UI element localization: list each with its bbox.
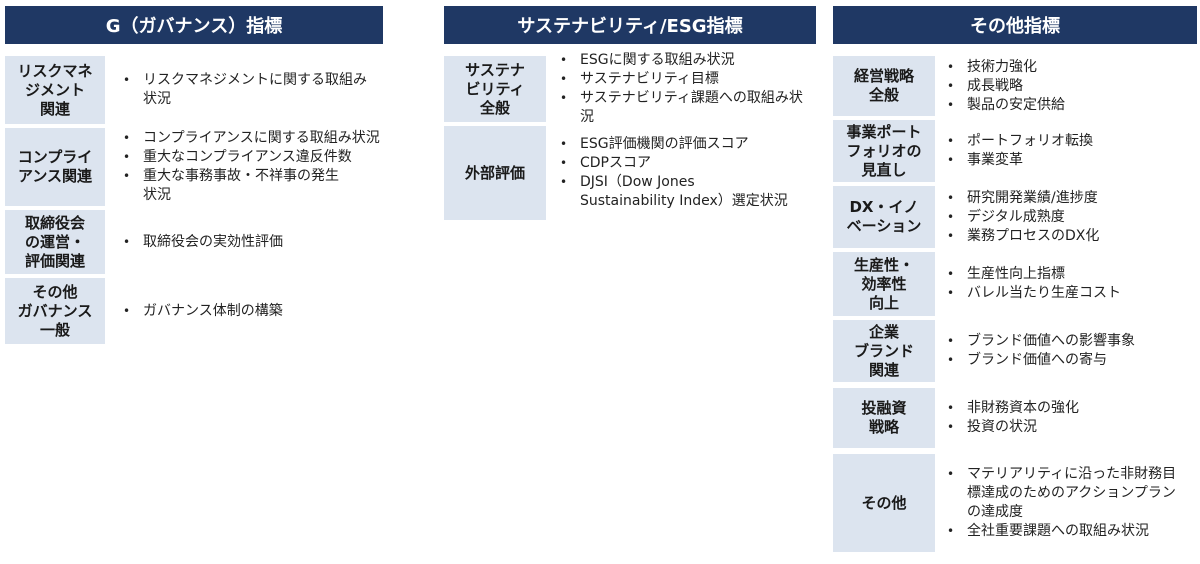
other-item: ブランド価値への寄与 (945, 351, 1197, 370)
other-category: 生産性・ 効率性 向上 (833, 252, 935, 316)
other-category: 事業ポート フォリオの 見直し (833, 120, 935, 182)
governance-row: リスクマネ ジメント 関連 リスクマネジメントに関する取組み 状況 (5, 56, 383, 124)
sustainability-item: ESG評価機関の評価スコア (558, 135, 816, 154)
other-item: ポートフォリオ転換 (945, 132, 1197, 151)
other-item: 非財務資本の強化 (945, 399, 1197, 418)
other-item: 業務プロセスのDX化 (945, 227, 1197, 246)
sustainability-item: ESGに関する取組み状況 (558, 51, 816, 70)
other-category: 投融資 戦略 (833, 388, 935, 448)
governance-item: リスクマネジメントに関する取組み 状況 (121, 71, 383, 109)
governance-row: 取締役会 の運営・ 評価関連 取締役会の実効性評価 (5, 210, 383, 274)
other-category: 企業 ブランド 関連 (833, 320, 935, 382)
sustainability-category: 外部評価 (444, 126, 546, 220)
governance-row: コンプライ アンス関連 コンプライアンスに関する取組み状況 重大なコンプライアン… (5, 128, 383, 206)
other-item-list: ポートフォリオ転換 事業変革 (945, 120, 1197, 182)
other-item-list: 技術力強化 成長戦略 製品の安定供給 (945, 56, 1197, 116)
sustainability-row: サステナ ビリティ 全般 ESGに関する取組み状況 サステナビリティ目標 サステ… (444, 51, 816, 125)
sustainability-header: サステナビリティ/ESG指標 (444, 6, 816, 44)
other-item: バレル当たり生産コスト (945, 284, 1197, 303)
governance-column: G（ガバナンス）指標 リスクマネ ジメント 関連 リスクマネジメントに関する取組… (5, 6, 383, 558)
governance-item: ガバナンス体制の構築 (121, 302, 383, 321)
other-item: 投資の状況 (945, 418, 1197, 437)
other-item-list: マテリアリティに沿った非財務目 標達成のためのアクションプラン の達成度 全社重… (945, 454, 1197, 552)
sustainability-item: サステナビリティ課題への取組み状況 (558, 89, 816, 127)
other-row: 経営戦略 全般 技術力強化 成長戦略 製品の安定供給 (833, 56, 1197, 116)
sustainability-category: サステナ ビリティ 全般 (444, 56, 546, 122)
sustainability-item: DJSI（Dow Jones Sustainability Index）選定状況 (558, 173, 816, 211)
governance-item: 重大なコンプライアンス違反件数 (121, 148, 383, 167)
other-item: 全社重要課題への取組み状況 (945, 522, 1197, 541)
sustainability-item-list: ESG評価機関の評価スコア CDPスコア DJSI（Dow Jones Sust… (558, 126, 816, 220)
sustainability-column: サステナビリティ/ESG指標 サステナ ビリティ 全般 ESGに関する取組み状況… (444, 6, 816, 558)
governance-header: G（ガバナンス）指標 (5, 6, 383, 44)
sustainability-item-list: ESGに関する取組み状況 サステナビリティ目標 サステナビリティ課題への取組み状… (558, 51, 816, 125)
other-row: 生産性・ 効率性 向上 生産性向上指標 バレル当たり生産コスト (833, 252, 1197, 316)
governance-item-list: 取締役会の実効性評価 (121, 210, 383, 274)
governance-item-list: コンプライアンスに関する取組み状況 重大なコンプライアンス違反件数 重大な事務事… (121, 128, 383, 206)
other-item: 生産性向上指標 (945, 265, 1197, 284)
other-item: ブランド価値への影響事象 (945, 332, 1197, 351)
governance-row: その他 ガバナンス 一般 ガバナンス体制の構築 (5, 278, 383, 344)
other-row: 投融資 戦略 非財務資本の強化 投資の状況 (833, 388, 1197, 448)
other-item: マテリアリティに沿った非財務目 標達成のためのアクションプラン の達成度 (945, 465, 1197, 522)
other-item-list: 生産性向上指標 バレル当たり生産コスト (945, 252, 1197, 316)
other-item: 研究開発業績/進捗度 (945, 189, 1197, 208)
governance-item-list: リスクマネジメントに関する取組み 状況 (121, 56, 383, 124)
other-item-list: 研究開発業績/進捗度 デジタル成熟度 業務プロセスのDX化 (945, 186, 1197, 248)
sustainability-item: サステナビリティ目標 (558, 70, 816, 89)
sustainability-item: CDPスコア (558, 154, 816, 173)
other-row: その他 マテリアリティに沿った非財務目 標達成のためのアクションプラン の達成度… (833, 454, 1197, 552)
other-category: その他 (833, 454, 935, 552)
governance-item: 重大な事務事故・不祥事の発生 状況 (121, 167, 383, 205)
other-item: 事業変革 (945, 151, 1197, 170)
other-header: その他指標 (833, 6, 1197, 44)
other-item-list: ブランド価値への影響事象 ブランド価値への寄与 (945, 320, 1197, 382)
other-item: 技術力強化 (945, 58, 1197, 77)
governance-item: 取締役会の実効性評価 (121, 233, 383, 252)
other-item-list: 非財務資本の強化 投資の状況 (945, 388, 1197, 448)
governance-category: コンプライ アンス関連 (5, 128, 105, 206)
other-item: 成長戦略 (945, 77, 1197, 96)
other-row: DX・イノ ベーション 研究開発業績/進捗度 デジタル成熟度 業務プロセスのDX… (833, 186, 1197, 248)
other-item: デジタル成熟度 (945, 208, 1197, 227)
governance-category: その他 ガバナンス 一般 (5, 278, 105, 344)
governance-category: 取締役会 の運営・ 評価関連 (5, 210, 105, 274)
sustainability-row: 外部評価 ESG評価機関の評価スコア CDPスコア DJSI（Dow Jones… (444, 126, 816, 220)
governance-category: リスクマネ ジメント 関連 (5, 56, 105, 124)
other-column: その他指標 経営戦略 全般 技術力強化 成長戦略 製品の安定供給 事業ポート フ… (833, 6, 1197, 558)
governance-item: コンプライアンスに関する取組み状況 (121, 129, 383, 148)
other-category: 経営戦略 全般 (833, 56, 935, 116)
other-category: DX・イノ ベーション (833, 186, 935, 248)
other-row: 企業 ブランド 関連 ブランド価値への影響事象 ブランド価値への寄与 (833, 320, 1197, 382)
other-item: 製品の安定供給 (945, 96, 1197, 115)
governance-item-list: ガバナンス体制の構築 (121, 278, 383, 344)
other-row: 事業ポート フォリオの 見直し ポートフォリオ転換 事業変革 (833, 120, 1197, 182)
